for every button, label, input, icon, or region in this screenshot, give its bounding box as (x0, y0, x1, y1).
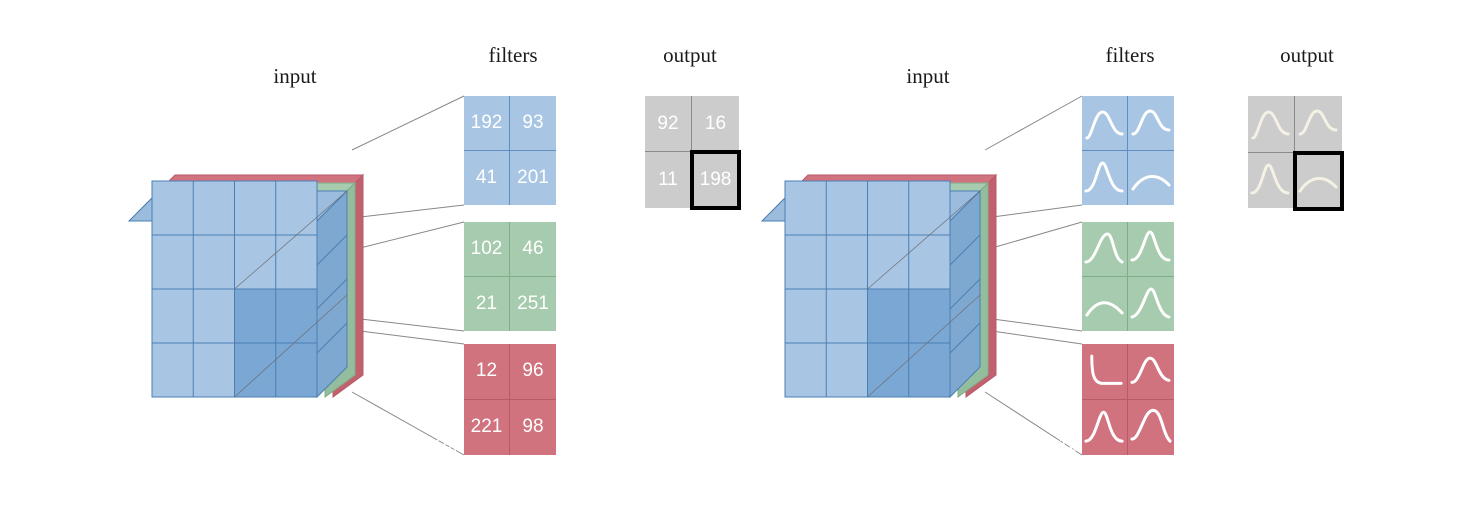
filter-red-right[interactable] (1082, 344, 1174, 455)
filter-curve-cell (1082, 399, 1128, 455)
filter-cell: 12 (464, 344, 510, 400)
filter-green-left[interactable]: 102 46 21 251 (464, 222, 556, 331)
filter-cell: 21 (464, 276, 510, 331)
output-cell: 11 (645, 152, 692, 208)
filter-cell: 221 (464, 399, 510, 455)
filters-label-right: filters (1105, 43, 1155, 67)
filter-cell: 46 (510, 222, 556, 277)
output-cell: 92 (645, 96, 692, 152)
filter-blue-right[interactable] (1082, 96, 1174, 205)
filter-curve-cell (1128, 222, 1174, 277)
output-curve-cell (1295, 96, 1342, 153)
filter-red-left[interactable]: 12 96 221 98 (464, 344, 556, 455)
cube-value-r2c2-right: 198 (1017, 435, 1049, 456)
filter-curve-cell (1128, 277, 1174, 331)
filter-curve-cell (1128, 151, 1174, 205)
filter-curve-cell (1082, 96, 1128, 151)
filter-cell: 96 (510, 344, 556, 400)
filter-curve-cell (1082, 151, 1128, 205)
filter-cell: 192 (464, 96, 510, 151)
cube-value-r3c2-right: 51 (1022, 489, 1044, 510)
filter-cell: 102 (464, 222, 510, 277)
filter-cell: 93 (510, 96, 556, 151)
filter-green-right[interactable] (1082, 222, 1174, 331)
output-curve-cell-highlighted[interactable] (1293, 151, 1344, 211)
output-grid-right[interactable] (1248, 96, 1344, 211)
input-cube-left[interactable]: 198 102 51 229 (127, 135, 457, 510)
filter-blue-left[interactable]: 192 93 41 201 (464, 96, 556, 205)
cube-value-r3c3-left: 229 (425, 489, 457, 510)
filter-curve-cell (1128, 344, 1174, 400)
filter-cell: 98 (522, 416, 544, 438)
filter-curve-cell (1128, 400, 1174, 456)
filter-curve-cell (1128, 96, 1174, 151)
filter-curve-cell (1082, 222, 1128, 277)
cube-value-r2c2-left: 198 (384, 435, 416, 456)
filter-cell: 201 (510, 151, 556, 206)
filter-cell: 251 (517, 292, 549, 314)
figure-canvas: input filters output (127, 43, 1344, 510)
output-grid-left[interactable]: 92 16 11 198 (645, 96, 741, 210)
output-cell: 16 (692, 96, 739, 152)
output-label-left: output (663, 43, 717, 67)
cube-value-r3c2-left: 51 (389, 489, 411, 510)
input-label-left: input (273, 64, 317, 88)
output-label-right: output (1280, 43, 1334, 67)
filter-curve-cell (1082, 344, 1128, 400)
output-curve-cell (1248, 153, 1295, 209)
filter-cell: 41 (464, 150, 510, 205)
filters-label-left: filters (488, 43, 538, 67)
cube-value-r3c3-right: 229 (1058, 489, 1090, 510)
output-curve-cell (1248, 96, 1295, 153)
cube-value-r2c3-left: 102 (425, 435, 457, 456)
filter-curve-cell (1082, 277, 1128, 331)
output-cell-highlighted[interactable]: 198 (690, 150, 741, 210)
input-label-right: input (906, 64, 950, 88)
input-cube-right[interactable]: 198 102 51 229 (760, 135, 1090, 510)
